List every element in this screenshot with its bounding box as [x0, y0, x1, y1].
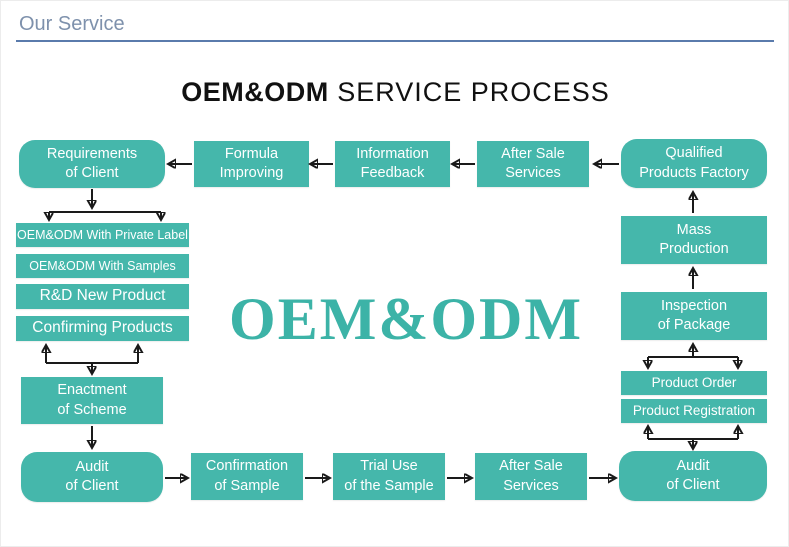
- node-product-registration: Product Registration: [621, 399, 767, 423]
- node-rd-new-product: R&D New Product: [16, 284, 189, 309]
- section-underline: [16, 40, 774, 42]
- node-audit-of-client-left: Audit of Client: [21, 452, 163, 502]
- node-oem-odm-with-samples: OEM&ODM With Samples: [16, 254, 189, 278]
- node-requirements-of-client: Requirements of Client: [19, 140, 165, 188]
- node-trial-use-of-the-sample: Trial Use of the Sample: [333, 453, 445, 500]
- node-confirmation-of-sample: Confirmation of Sample: [191, 453, 303, 500]
- diagram-title: OEM&ODM SERVICE PROCESS: [1, 77, 788, 108]
- node-enactment-of-scheme: Enactment of Scheme: [21, 377, 163, 424]
- node-qualified-products-factory: Qualified Products Factory: [621, 139, 767, 188]
- node-after-sale-services-bottom: After Sale Services: [475, 453, 587, 500]
- node-after-sale-services-top: After Sale Services: [477, 141, 589, 187]
- node-audit-of-client-right: Audit of Client: [619, 451, 767, 501]
- node-product-order: Product Order: [621, 371, 767, 395]
- node-mass-production: Mass Production: [621, 216, 767, 264]
- node-information-feedback: Information Feedback: [335, 141, 450, 187]
- node-formula-improving: Formula Improving: [194, 141, 309, 187]
- center-watermark: OEM&ODM: [229, 286, 583, 352]
- node-inspection-of-package: Inspection of Package: [621, 292, 767, 340]
- diagram-title-rest: SERVICE PROCESS: [328, 77, 610, 107]
- diagram-title-brand: OEM&ODM: [181, 77, 329, 107]
- node-oem-odm-with-private-label: OEM&ODM With Private Label: [16, 223, 189, 247]
- section-title: Our Service: [19, 13, 125, 35]
- node-confirming-products: Confirming Products: [16, 316, 189, 341]
